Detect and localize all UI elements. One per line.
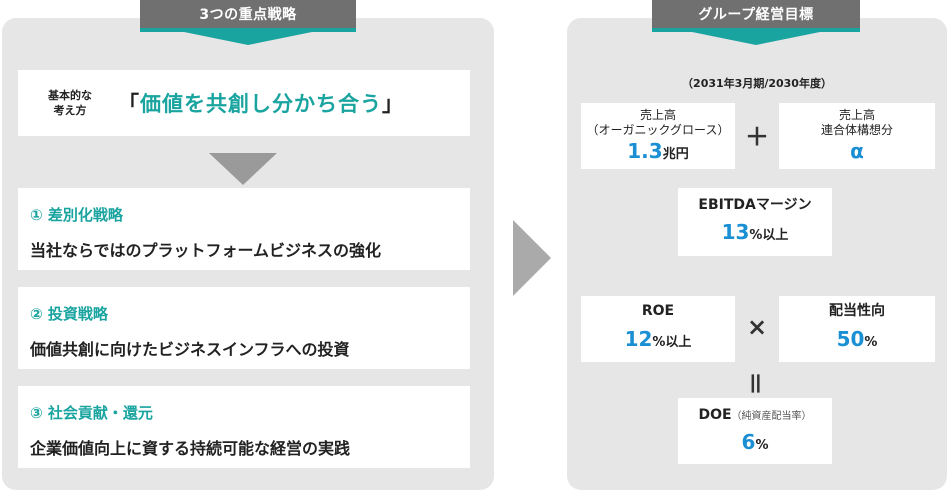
goal-label: DOE（純資産配当率） [678, 408, 832, 424]
strategy-panel-tab: 3つの重点戦略 [140, 0, 356, 46]
goal-card-sales-consortium: 売上高 連合体構想分 α [779, 103, 935, 169]
goal-label-sub: （純資産配当率） [731, 411, 812, 422]
goal-unit: %以上 [652, 335, 692, 350]
concept-card: 基本的な 考え方 「価値を共創し分かち合う」 [18, 70, 470, 136]
equals-operator: ＝ [740, 371, 769, 396]
strategy-description: 企業価値向上に資する持続可能な経営の実践 [30, 439, 351, 458]
down-arrow-icon [209, 153, 277, 185]
goals-panel-title: グループ経営目標 [652, 0, 860, 28]
right-arrow-icon [513, 220, 551, 296]
goal-label-line: 売上高 [838, 108, 875, 122]
goal-card-sales-organic: 売上高 （オーガニックグロース） 1.3兆円 [581, 103, 735, 169]
goal-label-main: DOE [698, 407, 732, 423]
goal-unit: %以上 [749, 228, 789, 243]
strategy-card-investment: ② 投資戦略 価値共創に向けたビジネスインフラへの投資 [18, 287, 470, 369]
goal-label: ROE [641, 303, 675, 319]
strategy-title: ② 投資戦略 [30, 305, 108, 323]
goal-value: 6% [678, 430, 832, 454]
tab-stripe [140, 28, 356, 32]
goal-number: 6 [741, 430, 756, 454]
goal-label: 売上高 連合体構想分 [779, 108, 935, 138]
goal-unit: % [864, 335, 878, 350]
strategy-description: 当社ならではのプラットフォームビジネスの強化 [30, 241, 382, 260]
goal-label: EBITDAマージン [698, 197, 812, 213]
strategy-title: ① 差別化戦略 [30, 206, 123, 224]
goal-number: 50 [836, 327, 865, 351]
goal-label: 配当性向 [829, 303, 885, 319]
close-bracket: 」 [382, 92, 404, 116]
goal-card-roe: ROE 12%以上 [581, 296, 735, 362]
goal-number: 13 [721, 220, 750, 244]
goal-card-doe: DOE（純資産配当率） 6% [678, 398, 832, 464]
strategy-title: ③ 社会貢献・還元 [30, 404, 153, 422]
tab-arrow-icon [184, 32, 312, 45]
tab-stripe [652, 28, 860, 32]
open-bracket: 「 [118, 92, 140, 116]
goal-unit: % [755, 438, 769, 453]
tab-arrow-icon [692, 32, 820, 45]
goal-value: 12%以上 [581, 327, 735, 351]
strategy-panel-title: 3つの重点戦略 [140, 0, 356, 28]
goal-unit: 兆円 [662, 147, 689, 162]
strategy-description: 価値共創に向けたビジネスインフラへの投資 [30, 340, 350, 359]
goal-value: α [779, 139, 935, 163]
goal-card-ebitda-margin: EBITDAマージン 13%以上 [678, 188, 832, 256]
target-period: （2031年3月期/2030年度） [682, 77, 832, 90]
strategy-card-social-contribution: ③ 社会貢献・還元 企業価値向上に資する持続可能な経営の実践 [18, 386, 470, 468]
goal-value: 13%以上 [678, 220, 832, 244]
plus-operator: ＋ [745, 123, 769, 151]
goal-label-line: 売上高 [639, 108, 676, 122]
goals-panel-tab: グループ経営目標 [652, 0, 860, 46]
goal-value: 1.3兆円 [581, 139, 735, 163]
goal-card-payout-ratio: 配当性向 50% [779, 296, 935, 362]
goal-label-line: （オーガニックグロース） [586, 123, 730, 137]
concept-phrase: 価値を共創し分かち合う [140, 92, 382, 116]
goal-number: 1.3 [627, 139, 663, 163]
goal-number: α [850, 139, 864, 163]
goal-label: 売上高 （オーガニックグロース） [581, 108, 735, 138]
goal-label-line: 連合体構想分 [820, 123, 893, 137]
times-operator: × [746, 313, 768, 341]
concept-text: 「価値を共創し分かち合う」 [118, 88, 404, 118]
goal-number: 12 [624, 327, 653, 351]
strategy-card-differentiation: ① 差別化戦略 当社ならではのプラットフォームビジネスの強化 [18, 188, 470, 270]
concept-label: 基本的な 考え方 [48, 89, 92, 117]
goal-value: 50% [779, 327, 935, 351]
